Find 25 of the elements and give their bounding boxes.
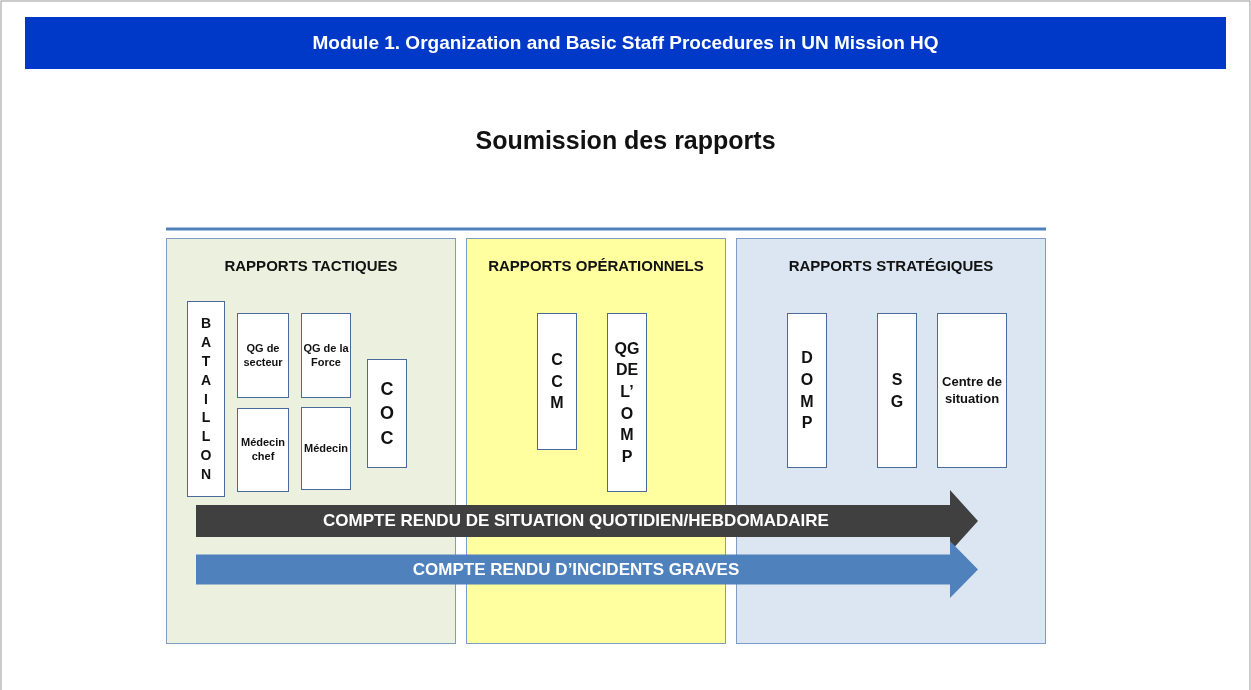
entity-box: CCM <box>537 313 577 450</box>
entity-box: COC <box>367 359 407 468</box>
entity-box: QG DE L’OMP <box>607 313 647 492</box>
panel-heading: RAPPORTS OPÉRATIONNELS <box>487 257 705 274</box>
entity-box: DOMP <box>787 313 827 468</box>
header-text: Module 1. Organization and Basic Staff Procedures in UN Mission HQ <box>312 32 939 54</box>
panel-heading: RAPPORTS TACTIQUES <box>223 257 399 274</box>
slide-title: Soumission des rapports <box>474 126 777 155</box>
entity-label: Centre de situation <box>941 374 1003 407</box>
arrow-label: COMPTE RENDU DE SITUATION QUOTIDIEN/HEBDOMADAIRE <box>322 511 830 531</box>
entity-box <box>237 313 289 398</box>
entity-box: BATAILLON <box>187 301 225 497</box>
entity-box <box>937 313 1007 468</box>
entity-box <box>301 407 351 490</box>
report-banner <box>196 541 978 598</box>
entity-label: Médecin chef <box>240 436 286 464</box>
entity-box <box>237 408 289 492</box>
entity-label: Médecin <box>304 441 348 456</box>
arrow-label: COMPTE RENDU D’INCIDENTS GRAVES <box>411 559 741 580</box>
entity-box: SG <box>877 313 917 468</box>
entity-label: QG de secteur <box>242 341 284 370</box>
panel-heading: RAPPORTS STRATÉGIQUES <box>787 257 995 274</box>
entity-box <box>301 313 351 398</box>
header-band <box>25 17 1226 69</box>
entity-label: QG de la Force <box>302 341 350 370</box>
